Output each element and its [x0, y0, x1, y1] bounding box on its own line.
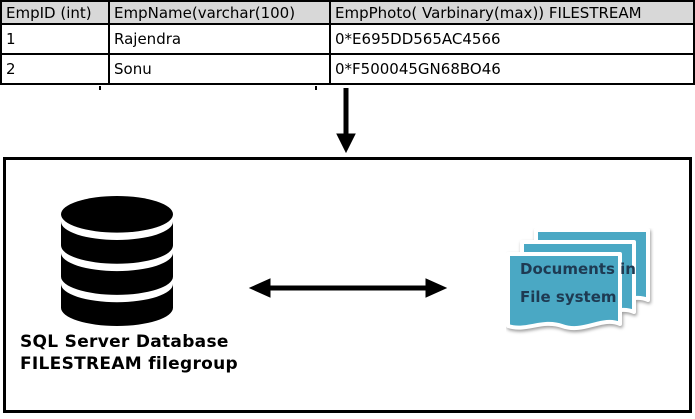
table-row: 1 Rajendra 0*E695DD565AC4566	[0, 23, 695, 55]
column-header-empid: EmpID (int)	[0, 0, 110, 25]
documents-label-line1: Documents in	[520, 260, 636, 278]
database-cylinder-icon	[61, 196, 173, 326]
stacked-documents-icon: Documents in File system	[506, 228, 650, 331]
database-label: SQL Server Database FILESTREAM filegroup	[20, 331, 238, 375]
table-cell-empname: Sonu	[108, 53, 331, 85]
table-row: 2 Sonu 0*F500045GN68BO46	[0, 53, 695, 85]
column-header-empphoto: EmpPhoto( Varbinary(max)) FILESTREAM	[329, 0, 695, 25]
database-label-line2: FILESTREAM filegroup	[20, 354, 239, 374]
column-header-empname: EmpName(varchar(100)	[108, 0, 331, 25]
documents-label-line2: File system	[520, 288, 617, 306]
table-cell-empphoto: 0*E695DD565AC4566	[329, 23, 695, 55]
table-divider-stub	[99, 86, 101, 90]
table-header-row: EmpID (int) EmpName(varchar(100) EmpPhot…	[0, 0, 695, 25]
left-right-arrow-icon	[248, 278, 448, 298]
table-cell-empid: 2	[0, 53, 110, 85]
table-cell-empname: Rajendra	[108, 23, 331, 55]
down-arrow-icon	[336, 88, 356, 154]
table-divider-stub	[315, 86, 317, 90]
table-cell-empphoto: 0*F500045GN68BO46	[329, 53, 695, 85]
database-label-line1: SQL Server Database	[20, 332, 229, 352]
table-cell-empid: 1	[0, 23, 110, 55]
employee-table: EmpID (int) EmpName(varchar(100) EmpPhot…	[0, 0, 695, 85]
